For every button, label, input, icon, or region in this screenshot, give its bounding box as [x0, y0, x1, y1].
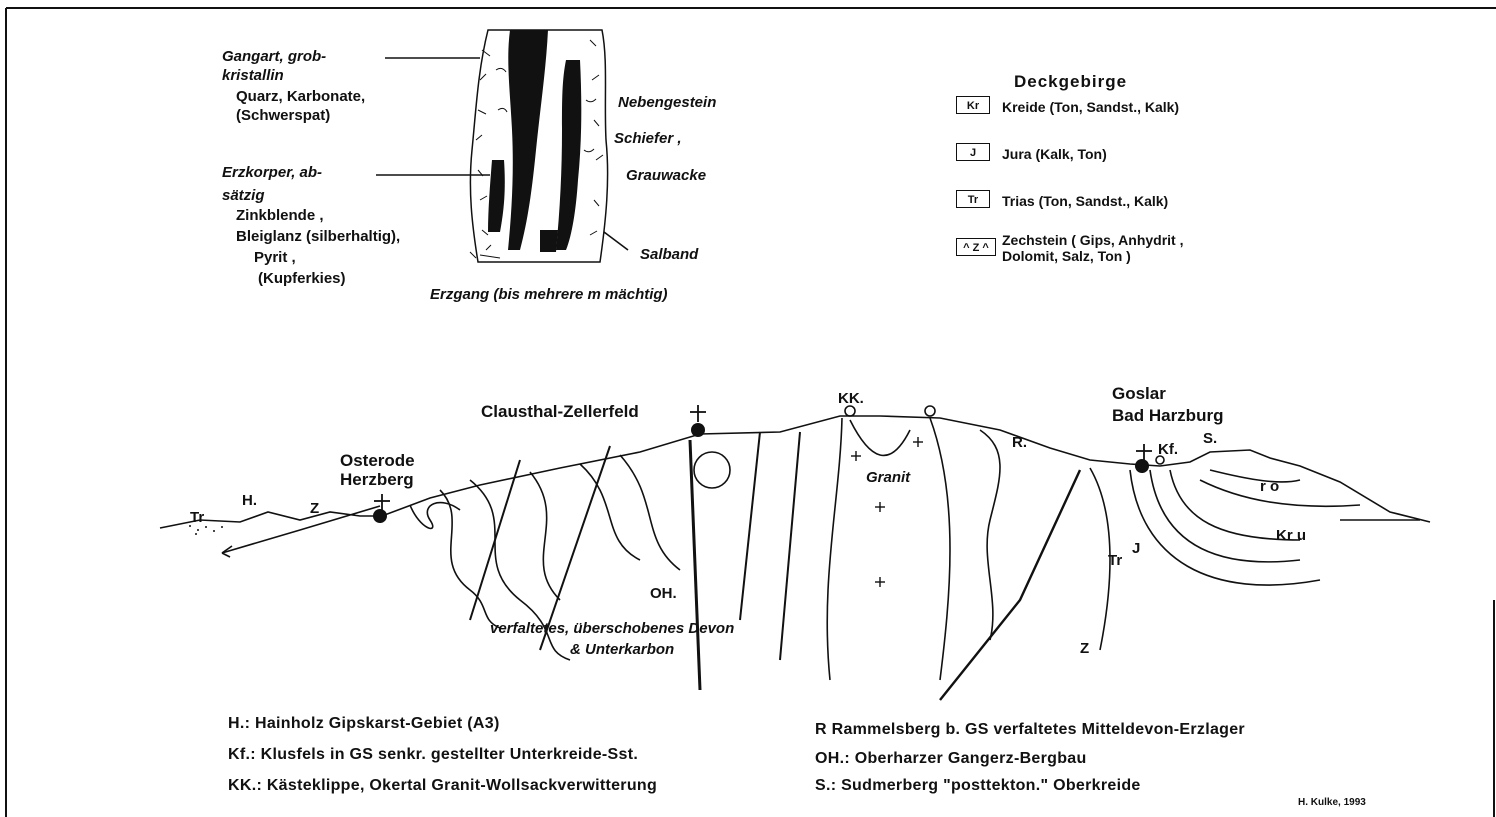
label-osterode: Osterode: [340, 451, 415, 470]
label-r: R.: [1012, 434, 1027, 451]
label-bad-harzburg: Bad Harzburg: [1112, 406, 1223, 425]
credit: H. Kulke, 1993: [1298, 794, 1366, 811]
label-unterkarbon: & Unterkarbon: [570, 641, 674, 658]
footnote-left-3: KK.: Kästeklippe, Okertal Granit-Wollsac…: [228, 777, 657, 794]
label-kro: r o: [1260, 478, 1279, 495]
label-j-right: J: [1132, 540, 1140, 557]
label-tr-left: Tr: [190, 509, 204, 526]
label-granit: Granit: [866, 469, 910, 486]
footnote-left-1: H.: Hainholz Gipskarst-Gebiet (A3): [228, 715, 500, 732]
label-devon: verfaltetes, überschobenes Devon: [490, 620, 734, 637]
label-kf: Kf.: [1158, 441, 1178, 458]
label-tr-right: Tr: [1108, 552, 1122, 569]
label-s: S.: [1203, 430, 1217, 447]
footnote-right-3: S.: Sudmerberg "posttekton." Oberkreide: [815, 777, 1141, 794]
footnote-left-2: Kf.: Klusfels in GS senkr. gestellter Un…: [228, 746, 638, 763]
label-kk: KK.: [838, 390, 864, 407]
label-z-right: Z: [1080, 640, 1089, 657]
label-z-left: Z: [310, 500, 319, 517]
footnote-right-1: R Rammelsberg b. GS verfaltetes Mittelde…: [815, 721, 1245, 738]
label-h: H.: [242, 492, 257, 509]
label-kru: Kr u: [1276, 527, 1306, 544]
footnote-right-2: OH.: Oberharzer Gangerz-Bergbau: [815, 750, 1087, 767]
label-herzberg: Herzberg: [340, 470, 414, 489]
label-clausthal: Clausthal-Zellerfeld: [481, 402, 639, 421]
label-goslar: Goslar: [1112, 384, 1166, 403]
label-oh: OH.: [650, 585, 677, 602]
